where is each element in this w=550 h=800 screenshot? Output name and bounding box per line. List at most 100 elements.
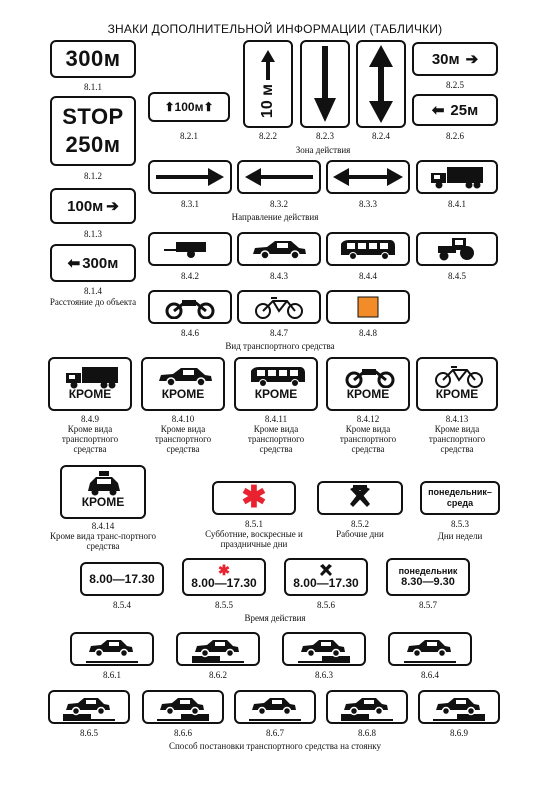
except-label: КРОМЕ — [161, 387, 205, 401]
sign-caption: Субботние, воскресные и праздничные дни — [205, 529, 303, 549]
except-label: КРОМЕ — [435, 387, 479, 401]
sign-code: 8.5.7 — [419, 600, 437, 610]
asterisk-icon: ✱ — [218, 562, 230, 578]
sign-code: 8.3.3 — [359, 199, 377, 209]
sign-8-1-4: ⬅ 300м — [50, 244, 136, 282]
sign-code: 8.1.2 — [84, 171, 102, 181]
sign-code: 8.4.11 — [264, 414, 288, 424]
sign-8-1-3: 100м ➔ — [50, 188, 136, 224]
sign-caption: Кроме вида транспортного средства — [428, 424, 486, 454]
sign-code: 8.6.7 — [266, 728, 284, 738]
sign-8-2-4 — [356, 40, 406, 128]
sign-code: 8.6.6 — [174, 728, 192, 738]
arrow-left-icon: ⬅ — [67, 255, 81, 272]
arrow-updown-icon — [369, 45, 393, 123]
sign-8-4-14: КРОМЕ — [60, 465, 146, 519]
sign-8-4-11: КРОМЕ — [234, 357, 318, 411]
sign-text: 100м — [174, 100, 204, 114]
parked-car-icon — [86, 640, 138, 663]
sign-code: 8.3.1 — [181, 199, 199, 209]
sign-8-1-1: 300м — [50, 40, 136, 78]
sign-code: 8.2.5 — [446, 80, 464, 90]
trailer-icon — [164, 242, 206, 258]
sign-code: 8.6.1 — [103, 670, 121, 680]
sign-code: 8.2.4 — [372, 131, 390, 141]
parked-car-icon — [157, 698, 209, 721]
sign-8-6-4 — [388, 632, 472, 666]
sign-code: 8.5.2 — [351, 519, 369, 529]
sign-text: 300м — [65, 46, 121, 71]
sign-code: 8.5.1 — [245, 519, 263, 529]
tractor-icon — [438, 238, 474, 261]
sign-code: 8.4.7 — [270, 328, 288, 338]
sign-8-6-8 — [326, 690, 408, 724]
sign-8-6-1 — [70, 632, 154, 666]
sign-8-6-2 — [176, 632, 260, 666]
bus-icon — [341, 240, 395, 260]
sign-code: 8.6.4 — [421, 670, 439, 680]
sign-line2: 8.30—9.30 — [401, 576, 455, 588]
sign-caption: Дни недели — [437, 531, 483, 541]
sign-caption: Кроме вида транспортного средства — [247, 424, 305, 454]
sign-8-2-5: 30м ➔ — [412, 42, 498, 76]
sign-8-5-4: 8.00—17.30 — [80, 562, 164, 596]
sign-code: 8.4.10 — [171, 414, 195, 424]
sign-code: 8.4.14 — [91, 521, 115, 531]
parked-car-icon — [433, 698, 485, 721]
sign-8-3-2 — [237, 160, 321, 194]
sign-8-2-2: 10 м — [243, 40, 293, 128]
sign-code: 8.3.2 — [270, 199, 288, 209]
sign-8-5-2 — [317, 481, 403, 515]
sign-text: 8.00—17.30 — [293, 576, 359, 590]
except-label: КРОМЕ — [254, 387, 298, 401]
parked-car-icon — [192, 640, 244, 663]
arrow-up-icon: ⬆ — [203, 100, 214, 114]
sign-8-4-8 — [326, 290, 410, 324]
taxi-icon — [88, 471, 120, 496]
sign-code: 8.4.5 — [448, 271, 466, 281]
bus-icon — [251, 367, 305, 387]
sign-8-6-7 — [234, 690, 316, 724]
sign-8-5-7: понедельник 8.30—9.30 — [386, 558, 470, 596]
arrow-right-icon: ➔ — [106, 198, 119, 215]
arrow-up-icon: ⬆ — [164, 100, 175, 114]
sign-code: 8.6.9 — [450, 728, 468, 738]
sign-caption: Кроме вида транс-портного средства — [50, 531, 156, 551]
truck-icon — [66, 367, 118, 389]
sign-8-4-2 — [148, 232, 232, 266]
parked-car-icon — [63, 698, 115, 721]
arrow-both-icon — [333, 168, 403, 186]
sign-8-4-1 — [416, 160, 498, 194]
sign-code: 8.4.9 — [81, 414, 99, 424]
parked-car-icon — [249, 698, 301, 721]
sign-text: 30м — [431, 50, 460, 68]
sign-caption: Рабочие дни — [336, 529, 384, 539]
sign-8-2-6: ⬅ 25м — [412, 94, 498, 126]
section-caption: Способ постановки транспортного средства… — [168, 741, 382, 751]
bicycle-icon — [255, 297, 303, 319]
sign-8-3-3 — [326, 160, 410, 194]
arrow-up-icon — [261, 49, 275, 80]
car-icon — [159, 368, 212, 387]
sign-code: 8.4.1 — [448, 199, 466, 209]
asterisk-icon: ✱ — [241, 481, 267, 514]
sign-code: 8.4.2 — [181, 271, 199, 281]
sign-8-2-3 — [300, 40, 350, 128]
parked-car-icon — [298, 640, 350, 663]
sign-code: 8.6.2 — [209, 670, 227, 680]
dangerous-goods-icon — [357, 296, 379, 318]
arrow-right-icon: ➔ — [465, 51, 479, 68]
sign-line2: 250м — [65, 132, 121, 157]
sign-text: 10 м — [259, 83, 276, 119]
arrow-right-icon — [156, 168, 224, 186]
section-caption: Вид транспортного средства — [225, 341, 335, 351]
section-caption: Время действия — [244, 613, 306, 623]
section-caption: Направление действия — [231, 212, 319, 222]
sign-caption: Кроме вида транспортного средства — [339, 424, 397, 454]
arrow-left-icon: ⬅ — [431, 102, 445, 119]
sign-code: 8.4.8 — [359, 328, 377, 338]
sign-caption: Кроме вида транспортного средства — [61, 424, 119, 454]
sign-8-5-5: ✱ 8.00—17.30 — [182, 558, 266, 596]
sign-8-5-6: 8.00—17.30 — [284, 558, 368, 596]
car-icon — [253, 241, 306, 260]
